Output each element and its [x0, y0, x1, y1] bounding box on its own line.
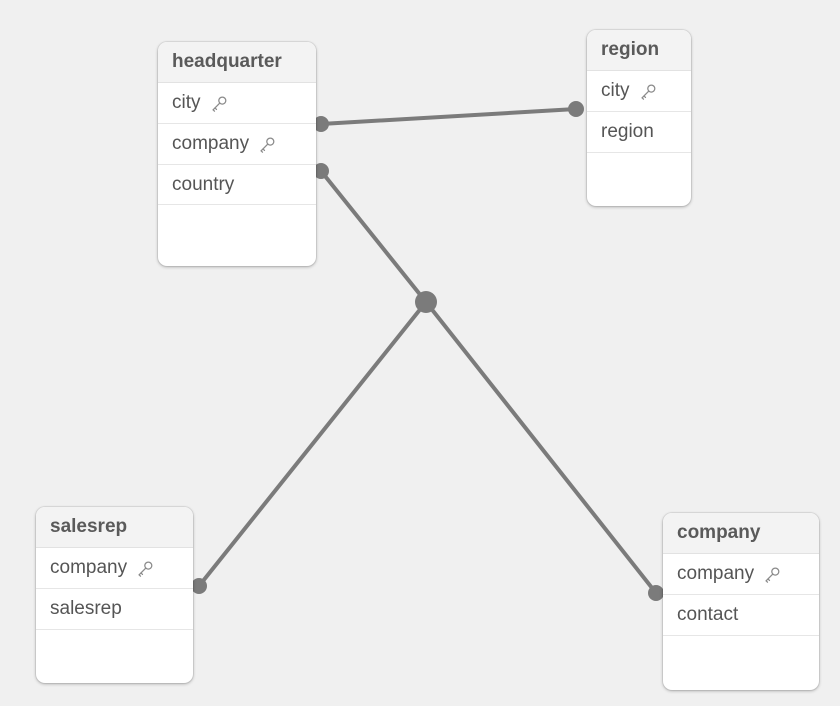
entity-table-region[interactable]: region city region [587, 30, 691, 206]
link-endpoint-node[interactable] [568, 101, 584, 117]
key-icon [639, 83, 657, 101]
entity-field-row[interactable]: city [158, 82, 316, 124]
entity-field-row[interactable]: country [158, 164, 316, 206]
entity-field-label: city [172, 91, 201, 113]
entity-field-label: salesrep [50, 597, 122, 619]
entity-empty-row[interactable] [158, 205, 316, 234]
entity-field-label: region [601, 120, 654, 142]
link-endpoint-node[interactable] [191, 578, 207, 594]
entity-field-row[interactable]: salesrep [36, 588, 193, 630]
entity-table-salesrep[interactable]: salesrep company salesrep [36, 507, 193, 683]
entity-field-row[interactable]: region [587, 111, 691, 153]
association-link[interactable] [319, 107, 578, 126]
link-endpoint-node[interactable] [648, 585, 664, 601]
entity-field-label: contact [677, 603, 739, 625]
key-icon [258, 136, 276, 154]
entity-field-label: company [50, 556, 128, 578]
entity-field-label: company [677, 562, 755, 584]
entity-field-label: country [172, 173, 235, 195]
entity-empty-row[interactable] [36, 629, 193, 658]
entity-table-title: headquarter [158, 42, 316, 83]
entity-empty-row[interactable] [587, 152, 691, 181]
entity-table-title: region [587, 30, 691, 71]
entity-field-row[interactable]: company [663, 553, 819, 595]
entity-empty-row[interactable] [663, 635, 819, 664]
association-link[interactable] [319, 169, 658, 595]
entity-field-row[interactable]: city [587, 70, 691, 112]
entity-table-title: company [663, 513, 819, 554]
entity-field-row[interactable]: company [158, 123, 316, 165]
entity-table-company[interactable]: company company contact [663, 513, 819, 690]
entity-field-row[interactable]: contact [663, 594, 819, 636]
key-icon [763, 566, 781, 584]
entity-field-row[interactable]: company [36, 547, 193, 589]
link-junction-node[interactable] [415, 291, 437, 313]
entity-field-label: city [601, 79, 630, 101]
entity-table-headquarter[interactable]: headquarter city company country [158, 42, 316, 266]
key-icon [136, 560, 154, 578]
association-link[interactable] [197, 300, 428, 588]
entity-field-label: company [172, 132, 250, 154]
entity-table-title: salesrep [36, 507, 193, 548]
key-icon [210, 95, 228, 113]
